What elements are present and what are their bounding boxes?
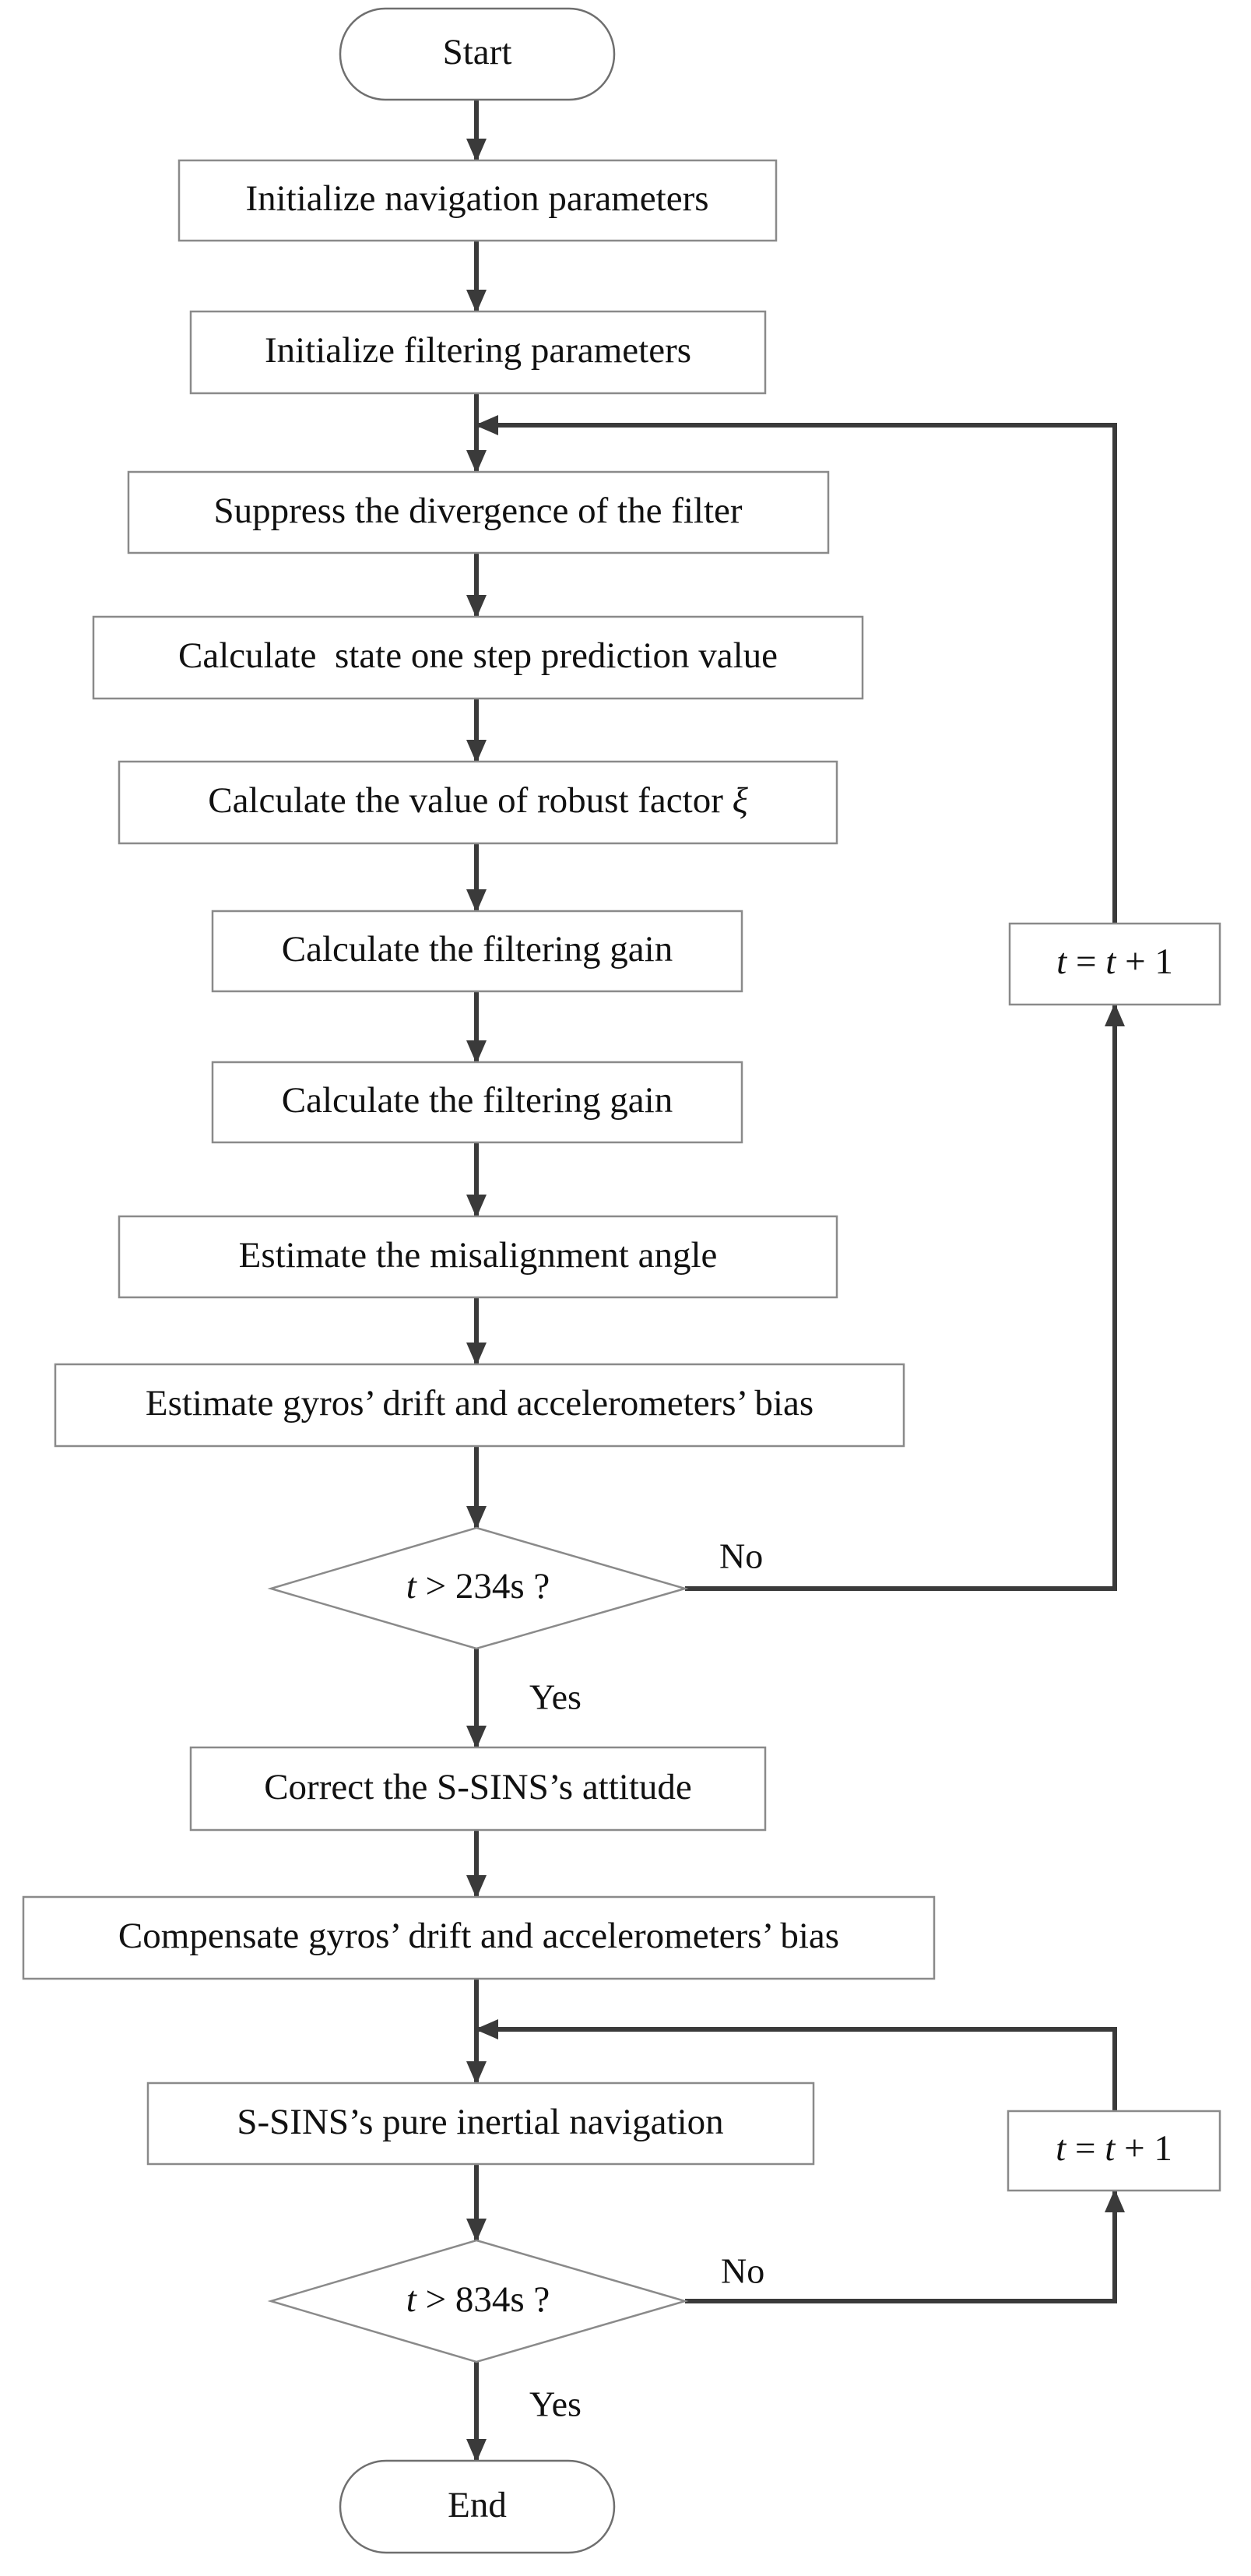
node-suppress: Suppress the divergence of the filter [127,470,830,554]
end-label: End [448,2485,507,2525]
node-start: Start [339,7,616,101]
robust-label-text: Calculate the value of robust factor [208,780,732,821]
node-increment-2: t = t + 1 [1007,2110,1221,2192]
increment-1-var: t [1105,941,1116,982]
gain-1-label: Calculate the filtering gain [282,929,673,970]
state-pred-box [92,615,864,700]
start-terminal [339,7,616,101]
edge-decision-2-no-to-increment-2 [685,2189,1125,2303]
node-pure-nav: S-SINS’s pure inertial navigation [146,2082,815,2166]
edge-increment-2-to-pure-nav [475,2019,1117,2111]
node-init-filter: Initialize filtering parameters [189,310,767,395]
decision-2-var: t [406,2279,417,2320]
est-bias-box [54,1363,905,1448]
increment-2-lhs: t [1056,2128,1067,2169]
correct-label: Correct the S-SINS’s attitude [264,1767,692,1807]
node-init-nav: Initialize navigation parameters [177,159,778,242]
pure-nav-label: S-SINS’s pure inertial navigation [237,2102,723,2142]
node-end: End [339,2459,616,2554]
est-bias-label: Estimate gyros’ drift and accelerometers… [146,1383,814,1423]
increment-1-eq: = [1067,941,1105,982]
node-robust: Calculate the value of robust factor ξ [118,760,838,845]
decision-1-var: t [406,1566,417,1606]
node-increment-1: t = t + 1 [1008,922,1221,1006]
edge-label-yes-2: Yes [529,2384,582,2424]
increment-2-rest: + 1 [1115,2128,1172,2169]
decision-1-text: > 234s ? [416,1566,550,1606]
suppress-box [127,470,830,554]
increment-1-rest: + 1 [1116,941,1173,982]
increment-2-label: t = t + 1 [1056,2128,1172,2169]
decision-2-diamond [267,2239,689,2363]
compensate-box [22,1895,936,1980]
node-gain-2: Calculate the filtering gain [211,1061,743,1144]
increment-2-eq: = [1066,2128,1105,2169]
init-nav-label: Initialize navigation parameters [245,178,708,219]
decision-2-label: t > 834s ? [406,2279,550,2320]
node-est-bias: Estimate gyros’ drift and accelerometers… [54,1363,905,1448]
gain-2-box [211,1061,743,1144]
increment-2-box [1007,2110,1221,2192]
gain-1-box [211,910,743,993]
increment-2-var: t [1105,2128,1116,2169]
robust-box [118,760,838,845]
edges [466,100,1125,2462]
node-state-pred: Calculate state one step prediction valu… [92,615,864,700]
edge-label-yes-1: Yes [529,1677,582,1717]
correct-box [189,1746,767,1832]
state-pred-label: Calculate state one step prediction valu… [178,635,778,676]
decision-1-diamond [267,1526,689,1650]
misalign-label: Estimate the misalignment angle [239,1235,718,1276]
init-filter-box [189,310,767,395]
pure-nav-box [146,2082,815,2166]
init-nav-box [177,159,778,242]
misalign-box [118,1215,838,1299]
node-correct: Correct the S-SINS’s attitude [189,1746,767,1832]
edge-decision-1-no-to-increment-1 [685,1003,1125,1591]
init-filter-label: Initialize filtering parameters [265,330,691,371]
edge-increment-1-to-suppress [475,415,1117,924]
end-terminal [339,2459,616,2554]
edge-label-no-1: No [719,1536,763,1576]
decision-1-label: t > 234s ? [406,1566,550,1606]
node-compensate: Compensate gyros’ drift and acceleromete… [22,1895,936,1980]
increment-1-label: t = t + 1 [1056,941,1173,982]
decision-2-text: > 834s ? [416,2279,550,2320]
node-decision-1: t > 234s ? [267,1526,689,1650]
node-decision-2: t > 834s ? [267,2239,689,2363]
increment-1-lhs: t [1056,941,1067,982]
compensate-label: Compensate gyros’ drift and acceleromete… [118,1916,839,1956]
edge-label-no-2: No [721,2251,764,2291]
start-label: Start [443,32,512,72]
node-misalign: Estimate the misalignment angle [118,1215,838,1299]
node-gain-1: Calculate the filtering gain [211,910,743,993]
robust-label: Calculate the value of robust factor ξ [208,780,748,821]
suppress-label: Suppress the divergence of the filter [213,491,742,531]
robust-factor-symbol: ξ [733,780,749,821]
increment-1-box [1008,922,1221,1006]
gain-2-label: Calculate the filtering gain [282,1080,673,1121]
